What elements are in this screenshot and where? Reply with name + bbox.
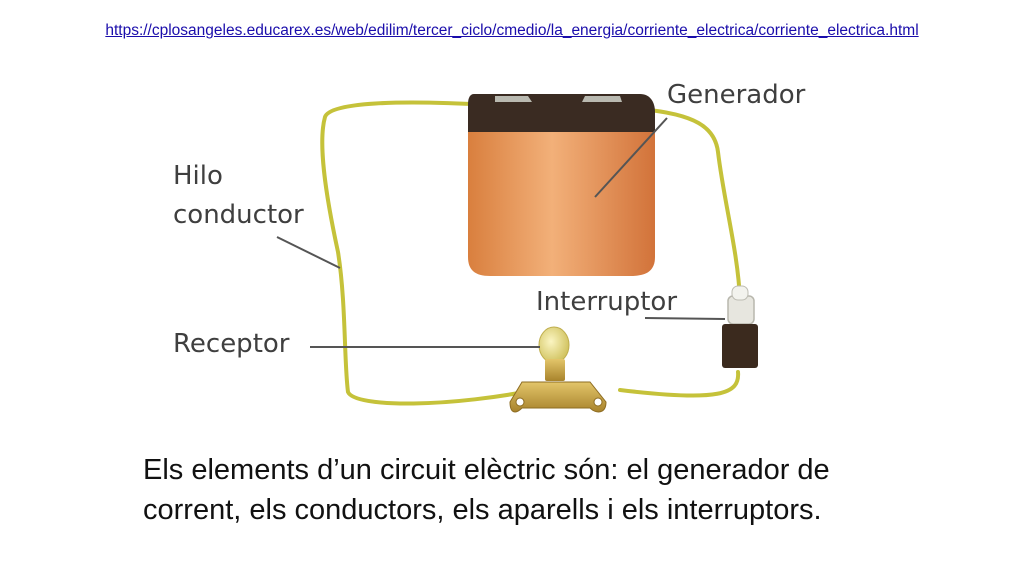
label-hilo-line2: conductor xyxy=(173,200,304,230)
label-receptor: Receptor xyxy=(173,329,290,359)
receptor-bulb xyxy=(509,326,607,413)
switch-device xyxy=(722,285,758,368)
label-hilo-line1: Hilo xyxy=(173,161,223,191)
caption-text: Els elements d’un circuit elèctric són: … xyxy=(143,454,830,526)
label-interruptor: Interruptor xyxy=(536,287,678,317)
electric-circuit-diagram: Generador Hilo conductor Interruptor Rec… xyxy=(150,72,850,432)
circuit-illustration xyxy=(276,94,758,413)
source-url-link[interactable]: https://cplosangeles.educarex.es/web/edi… xyxy=(105,22,919,39)
generator-battery xyxy=(468,94,655,276)
label-generador: Generador xyxy=(667,80,806,110)
label-leader-lines xyxy=(276,117,726,348)
